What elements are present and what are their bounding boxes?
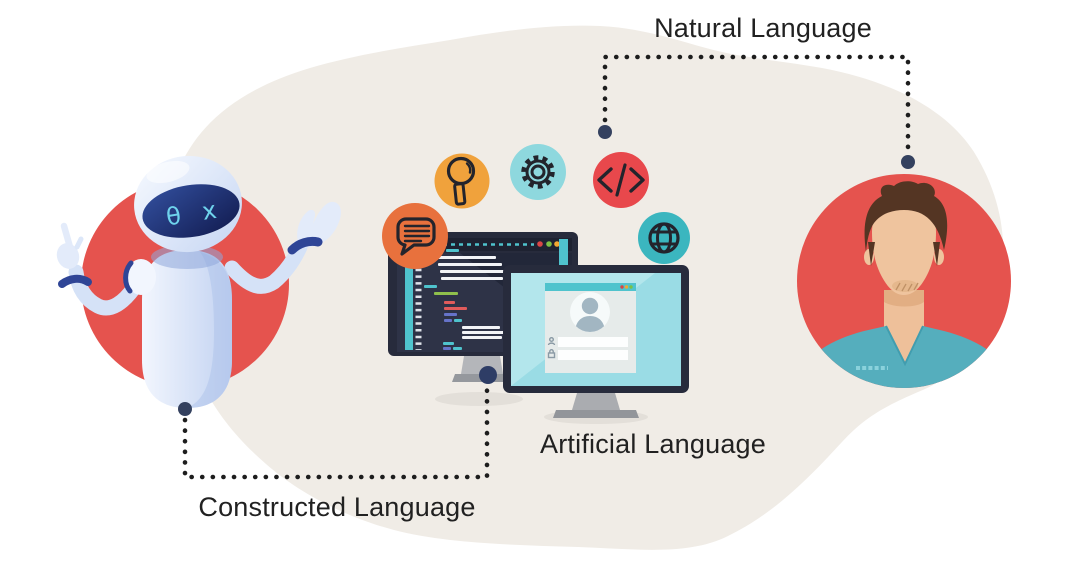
login-window-titlebar — [545, 283, 636, 291]
robot-right-arm — [224, 239, 308, 294]
person-right-sideburn — [933, 242, 940, 266]
chat-icon — [382, 203, 448, 269]
connector-anchor-icons — [598, 125, 612, 139]
person-stubble — [892, 280, 919, 292]
connector-anchor-robot — [178, 402, 192, 416]
robot-shoulder-joint — [123, 259, 156, 295]
gear-icon — [510, 144, 566, 200]
robot-right-hand — [297, 201, 341, 248]
natural-language-label: Natural Language — [654, 13, 872, 43]
person-face — [872, 203, 936, 295]
connector-robot-to-computer — [182, 387, 490, 480]
tech-icons — [382, 144, 690, 269]
person-collar — [885, 325, 924, 367]
window-control-dots — [537, 241, 560, 247]
connector-computer-to-person — [602, 54, 911, 153]
connectors — [182, 54, 911, 480]
search-icon — [434, 153, 490, 209]
user-icon — [547, 337, 556, 346]
login-window — [545, 283, 636, 373]
code-scrollbar — [405, 258, 413, 350]
artificial-language-label: Artificial Language — [540, 429, 766, 459]
robot-visor — [142, 184, 240, 238]
login-monitor — [503, 265, 689, 393]
computer-monitors-illustration — [388, 232, 689, 424]
password-field — [558, 350, 628, 360]
globe-icon — [638, 212, 690, 264]
robot-body-shade — [187, 252, 232, 408]
robot-left-wristband — [58, 274, 92, 288]
code-icon — [593, 152, 649, 208]
lock-icon — [547, 349, 556, 359]
connector-anchor-computer — [479, 366, 497, 384]
front-monitor-stand-base — [553, 410, 639, 418]
constructed-language-label: Constructed Language — [198, 492, 476, 522]
robot-left-hand — [56, 222, 84, 269]
robot-illustration: θ x — [56, 155, 341, 408]
robot-neck-shadow — [151, 245, 223, 269]
robot-head-highlight — [146, 160, 190, 184]
front-monitor-stand-neck — [572, 393, 620, 410]
back-monitor-shadow — [435, 392, 523, 406]
connector-anchor-person — [901, 155, 915, 169]
person-illustration — [797, 174, 1011, 388]
person-neck-shadow — [884, 290, 924, 307]
robot-right-wristband — [287, 236, 323, 255]
robot-body — [142, 250, 232, 408]
person-left-sideburn — [868, 242, 875, 266]
person-shirt — [797, 326, 1011, 388]
code-right-strip — [559, 239, 568, 272]
robot-left-arm — [68, 264, 146, 316]
avatar — [570, 292, 610, 332]
username-field — [558, 337, 628, 347]
person-hair — [864, 181, 948, 252]
